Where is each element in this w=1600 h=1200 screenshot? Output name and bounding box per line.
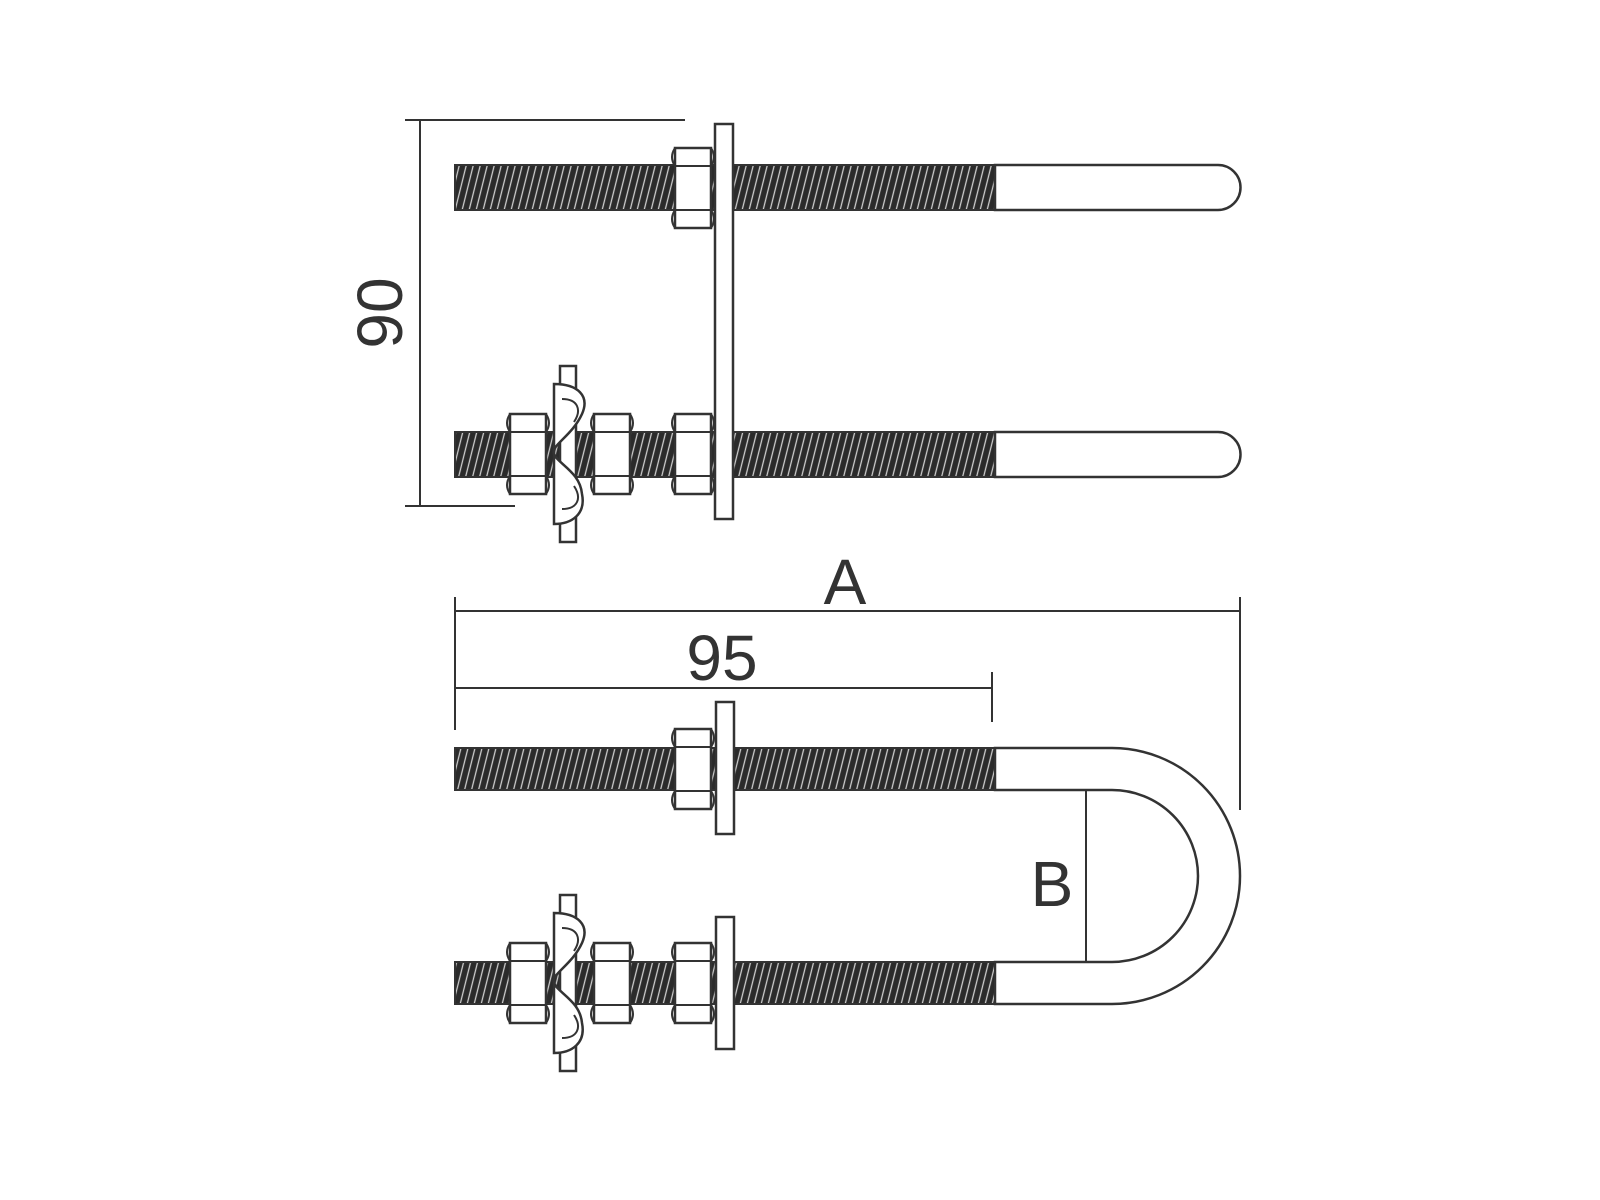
bottom-view-assembly: A 95 B: [454, 546, 1242, 1073]
dimension-b: B: [1031, 790, 1087, 962]
u-bolt-leg-upper: [454, 700, 996, 836]
dimension-95: 95: [455, 622, 993, 722]
top-stud-lower: [454, 364, 1242, 544]
dimension-label-b: B: [1031, 848, 1074, 920]
dimension-label-90: 90: [344, 277, 416, 348]
dimension-label-95: 95: [686, 622, 757, 694]
u-bend: [993, 746, 1242, 1006]
clamp-plate: [713, 122, 735, 521]
dimension-90: 90: [344, 119, 685, 507]
top-view-assembly: 90: [344, 119, 1242, 544]
dimension-a: A: [454, 546, 1241, 810]
top-stud-upper: [454, 146, 1242, 230]
u-bolt-leg-lower: [454, 893, 996, 1073]
dimension-label-a: A: [824, 546, 867, 618]
